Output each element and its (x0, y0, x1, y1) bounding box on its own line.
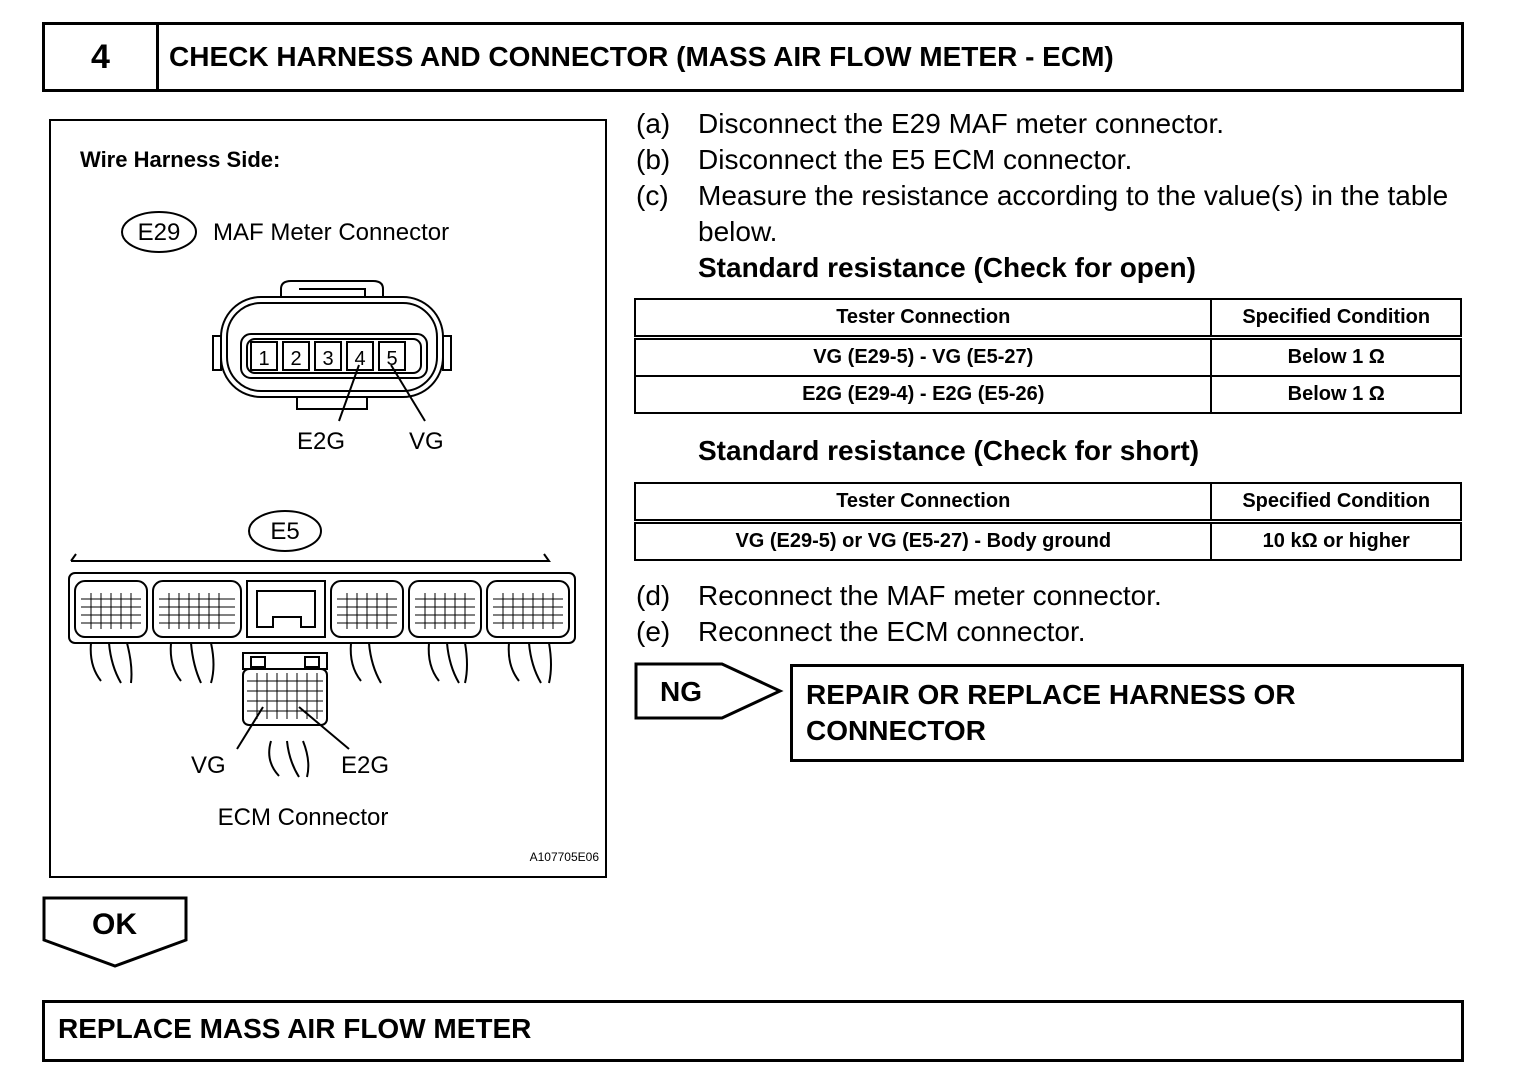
maf-code-oval (121, 211, 197, 253)
instruction-text: Reconnect the ECM connector. (698, 616, 1086, 647)
ok-result-box: REPLACE MASS AIR FLOW METER (42, 1000, 1464, 1062)
column-header: Specified Condition (1210, 298, 1462, 340)
table-cell: E2G (E29-4) - E2G (E5-26) (633, 375, 1213, 414)
instruction-label: (d) (636, 580, 671, 611)
ng-action-line: REPAIR OR REPLACE HARNESS OR (806, 679, 1296, 710)
column-header: Tester Connection (633, 298, 1213, 340)
diagram-heading: Wire Harness Side: (80, 147, 280, 172)
table-header-row: Tester Connection Specified Condition (633, 482, 1462, 524)
maf-label-vg: VG (409, 428, 444, 455)
ng-action-box: REPAIR OR REPLACE HARNESS OR CONNECTOR (790, 664, 1464, 762)
table-cell: Below 1 Ω (1210, 336, 1462, 377)
table-cell: VG (E29-5) - VG (E5-27) (633, 336, 1213, 377)
ok-result-text: REPLACE MASS AIR FLOW METER (58, 1013, 532, 1044)
maf-pin-1: 1 (258, 348, 269, 370)
ecm-wires (89, 642, 552, 684)
ecm-lower-connector (236, 652, 350, 778)
maf-pin-5: 5 (386, 348, 397, 370)
column-header: Specified Condition (1210, 482, 1462, 524)
ok-arrow-icon (42, 896, 188, 968)
ecm-connector-name: ECM Connector (218, 804, 389, 831)
step-number: 4 (45, 25, 159, 89)
maf-pin-2: 2 (290, 348, 301, 370)
instruction-text: Disconnect the E5 ECM connector. (698, 144, 1133, 175)
ng-arrow-icon (634, 662, 784, 720)
maf-label-e2g: E2G (297, 428, 345, 455)
table-row: VG (E29-5) or VG (E5-27) - Body ground 1… (633, 520, 1462, 561)
open-check-heading: Standard resistance (Check for open) (698, 252, 1196, 283)
ecm-code-oval (248, 510, 322, 552)
wiring-diagram: Wire Harness Side: E29 MAF Meter Connect… (49, 119, 607, 878)
maf-connector-name: MAF Meter Connector (213, 219, 449, 246)
short-check-table: Tester Connection Specified Condition VG… (633, 482, 1462, 561)
table-row: E2G (E29-4) - E2G (E5-26) Below 1 Ω (633, 375, 1462, 414)
instruction-label: (a) (636, 108, 671, 139)
open-check-table: Tester Connection Specified Condition VG… (633, 298, 1462, 414)
ok-label: OK (92, 908, 137, 941)
instruction-text: Disconnect the E29 MAF meter connector. (698, 108, 1225, 139)
instruction-label: (e) (636, 616, 671, 647)
short-check-heading: Standard resistance (Check for short) (698, 435, 1200, 466)
table-header-row: Tester Connection Specified Condition (633, 298, 1462, 340)
table-cell: 10 kΩ or higher (1210, 520, 1462, 561)
step-header: 4 CHECK HARNESS AND CONNECTOR (MASS AIR … (42, 22, 1464, 92)
step-title: CHECK HARNESS AND CONNECTOR (MASS AIR FL… (169, 41, 1114, 72)
ecm-code: E5 (270, 518, 299, 545)
maf-pin-3: 3 (322, 348, 333, 370)
instruction-label: (c) (636, 180, 669, 211)
connector-illustration: Wire Harness Side: E29 MAF Meter Connect… (68, 147, 600, 864)
ecm-pin-grid (81, 593, 563, 629)
table-row: VG (E29-5) - VG (E5-27) Below 1 Ω (633, 336, 1462, 377)
figure-id: A107705E06 (530, 850, 600, 864)
ecm-connector-shape (68, 553, 576, 644)
ng-action-line: CONNECTOR (806, 715, 986, 746)
ecm-label-e2g: E2G (341, 752, 389, 779)
maf-connector-shape (212, 280, 452, 422)
instruction-label: (b) (636, 144, 671, 175)
instruction-text: Measure the resistance according to the … (698, 180, 1449, 247)
instruction-text: Reconnect the MAF meter connector. (698, 580, 1162, 611)
ecm-label-vg: VG (191, 752, 226, 779)
column-header: Tester Connection (633, 482, 1213, 524)
maf-pin-4: 4 (354, 348, 365, 370)
table-cell: VG (E29-5) or VG (E5-27) - Body ground (633, 520, 1213, 561)
maf-code: E29 (138, 219, 181, 246)
ng-label: NG (660, 676, 702, 707)
table-cell: Below 1 Ω (1210, 375, 1462, 414)
